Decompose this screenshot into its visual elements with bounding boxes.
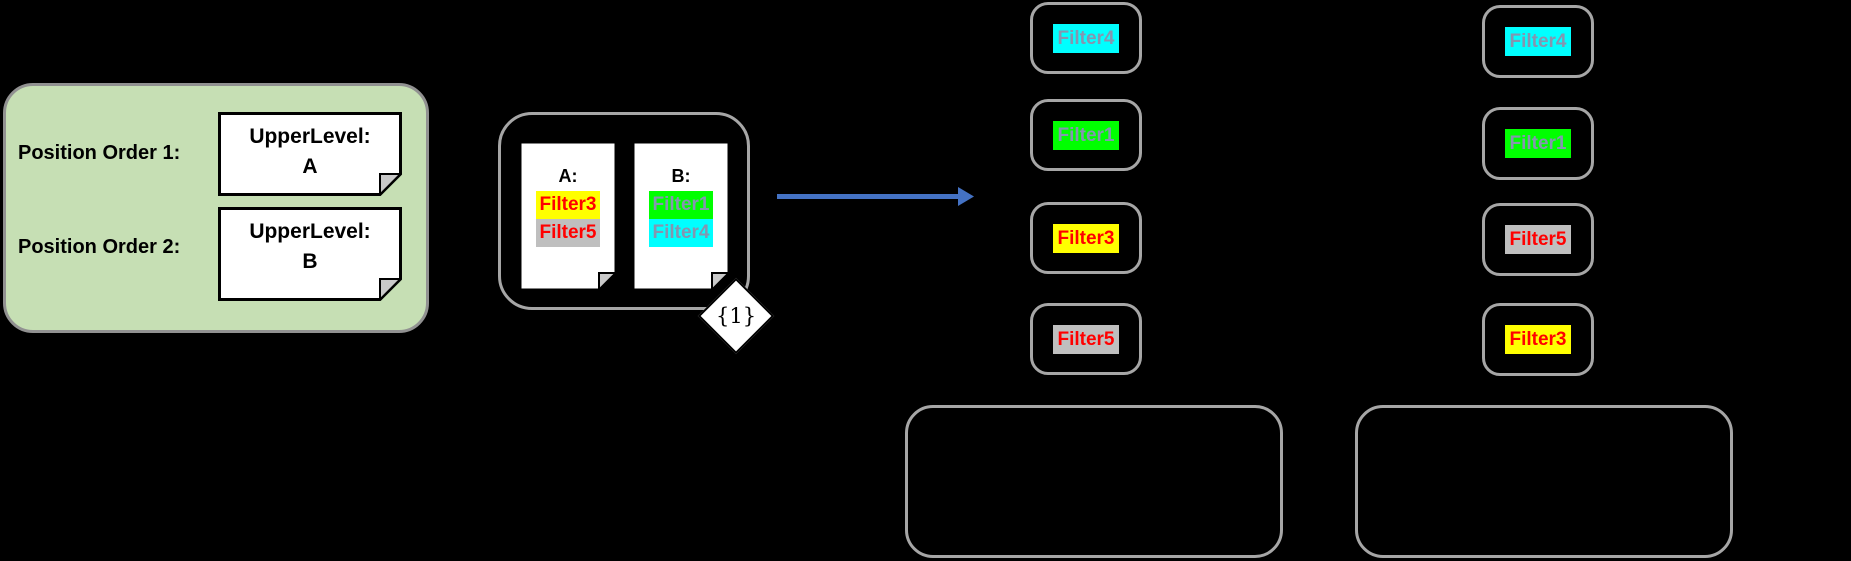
- filter-chip: Filter5: [536, 219, 600, 247]
- position-order-2-label: Position Order 2:: [18, 236, 181, 258]
- cardinality-label: {1}: [715, 304, 757, 328]
- note-line-2: B: [302, 250, 318, 273]
- filter-chip: Filter3: [1505, 325, 1571, 354]
- order2-filter-box-4: Filter3: [1482, 303, 1594, 376]
- order2-filter-box-2: Filter1: [1482, 107, 1594, 180]
- order1-filter-box-1: Filter4: [1030, 2, 1142, 74]
- filter-chip: Filter3: [536, 191, 600, 219]
- note-text: UpperLevel: A: [218, 122, 402, 182]
- folded-corner-icon: [598, 272, 617, 291]
- note-shape-icon: [218, 112, 402, 196]
- document-b-title: B:: [671, 166, 691, 186]
- filter-config-box: A: Filter3 Filter5 B: Filter1 Filter4: [498, 112, 750, 310]
- order1-filter-box-4: Filter5: [1030, 303, 1142, 375]
- document-b-content: B: Filter1 Filter4: [632, 141, 730, 247]
- note-shape-icon: [218, 207, 402, 301]
- folded-corner-icon: [379, 173, 402, 196]
- document-b: B: Filter1 Filter4: [632, 141, 730, 291]
- filter-chip: Filter1: [1505, 129, 1571, 158]
- folded-corner-icon: [711, 272, 730, 291]
- filter-chip: Filter3: [1053, 223, 1119, 253]
- flow-arrow: [777, 194, 960, 199]
- upper-level-note-b: UpperLevel: B: [218, 207, 402, 301]
- folded-corner-icon: [379, 278, 402, 301]
- document-a-title: A:: [558, 166, 578, 186]
- document-a-content: A: Filter3 Filter5: [519, 141, 617, 247]
- order1-filter-box-3: Filter3: [1030, 202, 1142, 274]
- order1-empty-box: [905, 405, 1283, 558]
- position-order-legend: Position Order 1: UpperLevel: A Position…: [3, 83, 429, 333]
- note-text: UpperLevel: B: [218, 217, 402, 277]
- filter-chip: Filter5: [1505, 225, 1571, 254]
- filter-chip: Filter4: [649, 219, 713, 247]
- order2-filter-box-1: Filter4: [1482, 5, 1594, 78]
- order1-filter-box-2: Filter1: [1030, 99, 1142, 171]
- note-line-1: UpperLevel:: [249, 220, 371, 243]
- filter-chip: Filter4: [1053, 23, 1119, 53]
- filter-chip: Filter1: [649, 191, 713, 219]
- document-a: A: Filter3 Filter5: [519, 141, 617, 291]
- filter-chip: Filter5: [1053, 324, 1119, 354]
- note-line-1: UpperLevel:: [249, 125, 371, 148]
- position-order-1-label: Position Order 1:: [18, 142, 181, 164]
- order2-empty-box: [1355, 405, 1733, 558]
- order2-filter-box-3: Filter5: [1482, 203, 1594, 276]
- note-line-2: A: [302, 155, 318, 178]
- upper-level-note-a: UpperLevel: A: [218, 112, 402, 196]
- filter-chip: Filter1: [1053, 120, 1119, 150]
- flow-arrow-head-icon: [958, 187, 974, 206]
- filter-chip: Filter4: [1505, 27, 1571, 56]
